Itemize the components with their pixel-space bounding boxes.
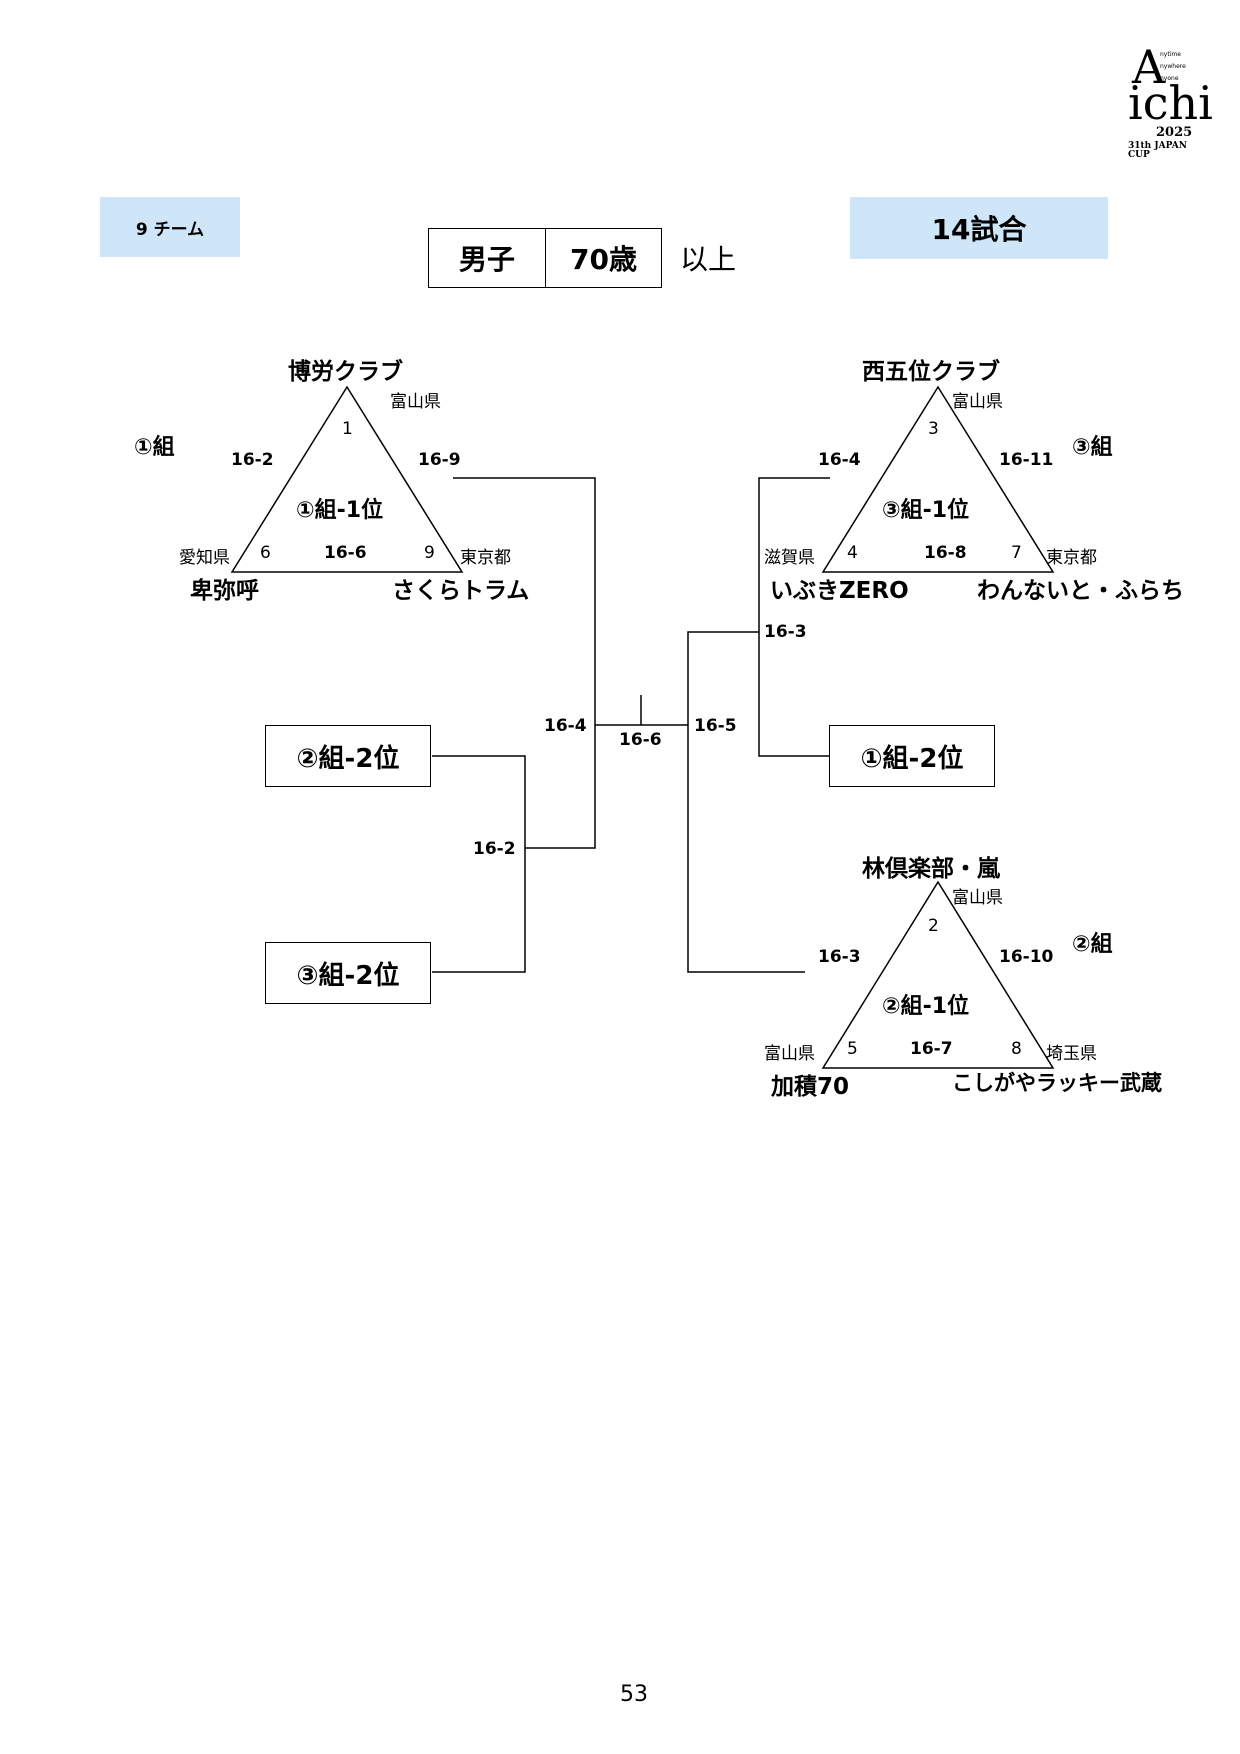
group2-top-seed: 2 [928, 916, 939, 936]
logo-cup: 31th JAPAN CUP [1128, 141, 1187, 160]
match-count-badge: 14試合 [850, 197, 1108, 259]
age-cell: 70歳 [570, 243, 637, 276]
group2-score-bottom: 16-7 [910, 1039, 953, 1059]
group3-right-team: わんないと・ふらち [977, 578, 1184, 604]
group1-left-pref: 愛知県 [179, 548, 230, 568]
group3-top-pref: 富山県 [952, 392, 1003, 412]
gender-cell: 男子 [429, 229, 546, 287]
match-left-semis: 16-4 [544, 716, 587, 736]
group1-left-seed: 6 [260, 543, 271, 563]
group1-top-seed: 1 [342, 419, 353, 439]
group3-right-pref: 東京都 [1046, 548, 1097, 568]
group1-score-right: 16-9 [418, 450, 461, 470]
group1-score-bottom: 16-6 [324, 543, 367, 563]
group3-score-bottom: 16-8 [924, 543, 967, 563]
group1-right-pref: 東京都 [460, 548, 511, 568]
group3-score-left: 16-4 [818, 450, 861, 470]
group2-left-seed: 5 [847, 1039, 858, 1059]
group1-score-left: 16-2 [231, 450, 274, 470]
group1-left-team: 卑弥呼 [190, 578, 259, 604]
slot-group1-second: ①組-2位 [829, 725, 995, 787]
group2-center: ②組-1位 [882, 994, 970, 1019]
group2-right-team: こしがやラッキー武蔵 [952, 1071, 1162, 1095]
group1-label: ①組 [134, 435, 175, 460]
group1-center: ①組-1位 [296, 498, 384, 523]
logo-anytime: nytime [1160, 51, 1181, 58]
match-count: 14試合 [931, 213, 1027, 246]
team-count-badge: 9 チーム [100, 197, 240, 257]
line-right-qf [687, 631, 805, 973]
line-g1-winner [453, 477, 596, 849]
group1-top-pref: 富山県 [390, 392, 441, 412]
logo-letter-a: A [1132, 40, 1166, 94]
group2-score-left: 16-3 [818, 947, 861, 967]
group3-top-seed: 3 [928, 419, 939, 439]
group2-label: ②組 [1072, 932, 1113, 957]
logo-anywhere: nywhere [1160, 63, 1186, 70]
group3-score-right: 16-11 [999, 450, 1054, 470]
team-count: 9 チーム [135, 219, 205, 240]
group3-label: ③組 [1072, 435, 1113, 460]
group1-triangle [230, 385, 464, 573]
group3-center: ③組-1位 [882, 498, 970, 523]
group3-left-seed: 4 [847, 543, 858, 563]
group3-left-team: いぶきZERO [770, 578, 909, 604]
logo-ichi: ichi [1128, 76, 1213, 130]
group3-triangle [821, 385, 1055, 573]
group2-left-team: 加積70 [771, 1074, 850, 1100]
slot-group2-second: ②組-2位 [265, 725, 431, 787]
match-right-qf: 16-3 [764, 622, 807, 642]
group2-score-right: 16-10 [999, 947, 1054, 967]
group3-top-team: 西五位クラブ [862, 359, 1000, 385]
group2-top-team: 林倶楽部・嵐 [862, 856, 1000, 882]
page-number: 53 [620, 1682, 648, 1707]
category-title-box: 男子 70歳 [428, 228, 662, 288]
slot-group3-second: ③組-2位 [265, 942, 431, 1004]
match-right-semis: 16-5 [694, 716, 737, 736]
group2-right-seed: 8 [1011, 1039, 1022, 1059]
group3-left-pref: 滋賀県 [764, 548, 815, 568]
group1-top-team: 博労クラブ [288, 359, 403, 385]
line-left-qf [432, 755, 526, 973]
match-final: 16-6 [619, 730, 662, 750]
age-suffix: 以上 [680, 243, 737, 276]
group1-right-seed: 9 [424, 543, 435, 563]
logo-year: 2025 [1156, 125, 1193, 140]
group2-triangle [821, 880, 1055, 1069]
logo-anyone: nyone [1160, 75, 1179, 82]
group2-right-pref: 埼玉県 [1046, 1044, 1097, 1064]
event-logo: A nytime nywhere nyone ichi 2025 31th JA… [1120, 40, 1213, 160]
match-left-qf: 16-2 [473, 839, 516, 859]
group1-right-team: さくらトラム [392, 578, 530, 604]
group2-top-pref: 富山県 [952, 888, 1003, 908]
group2-left-pref: 富山県 [764, 1044, 815, 1064]
group3-right-seed: 7 [1011, 543, 1022, 563]
line-g3-winner [758, 477, 830, 757]
